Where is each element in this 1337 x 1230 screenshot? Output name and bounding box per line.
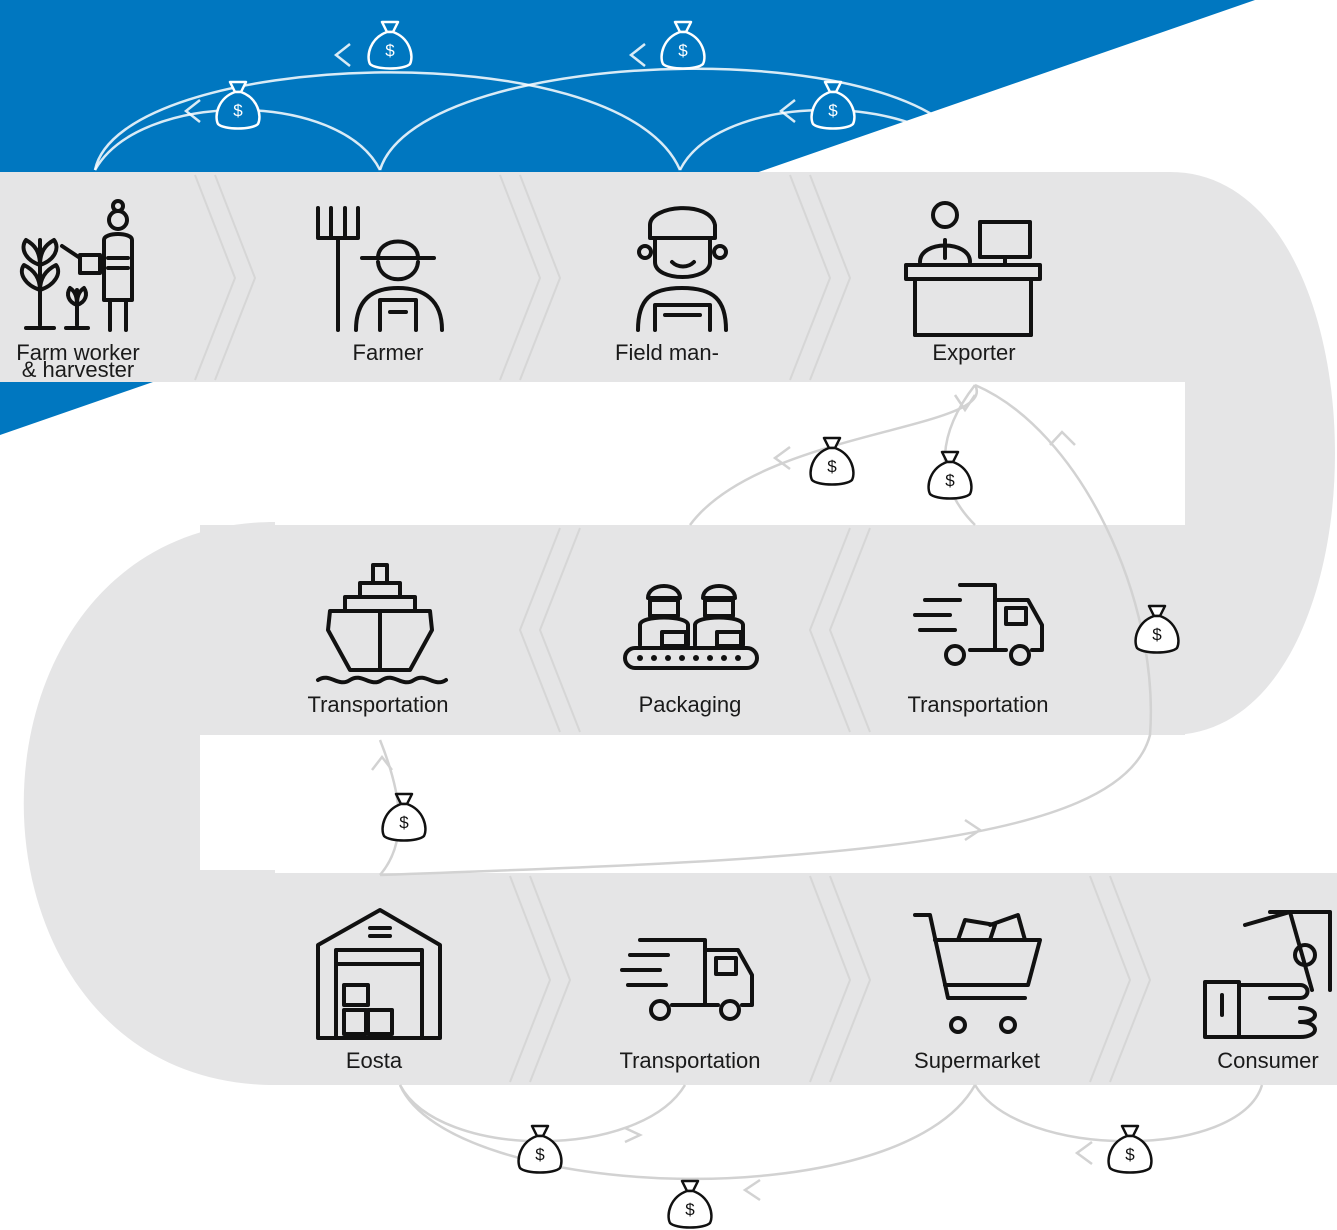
field-manager-icon: [636, 206, 728, 332]
money-bag-icon: $: [809, 436, 855, 486]
label-transportation-truck-row3: Transportation: [619, 1048, 760, 1073]
label-transportation-truck-row2: Transportation: [907, 692, 1048, 717]
shopping-cart-icon: [913, 913, 1042, 1034]
label-supermarket: Supermarket: [914, 1048, 1040, 1073]
ship-icon: [316, 563, 448, 685]
consumer-money-icon: [1203, 910, 1332, 1039]
label-exporter: Exporter: [932, 340, 1015, 365]
label-transportation-ship: Transportation: [307, 692, 448, 717]
money-bag-icon: $: [810, 80, 856, 130]
serpentine-band: [0, 172, 1337, 1085]
label-packaging: Packaging: [639, 692, 742, 717]
svg-text:$: $: [535, 1145, 545, 1164]
money-bag-icon: $: [1107, 1124, 1153, 1174]
farm-worker-icon: [19, 199, 134, 332]
label-consumer: Consumer: [1217, 1048, 1318, 1073]
svg-text:$: $: [385, 41, 395, 60]
money-bag-icon: $: [381, 792, 427, 842]
exporter-icon: [904, 201, 1042, 337]
farmer-icon: [316, 206, 444, 332]
svg-text:$: $: [1125, 1145, 1135, 1164]
label-farmer: Farmer: [353, 340, 424, 365]
money-bag-icon: $: [927, 450, 973, 500]
svg-text:$: $: [399, 813, 409, 832]
svg-text:$: $: [233, 101, 243, 120]
chevron-separators: [194, 174, 1152, 1083]
label-eosta: Eosta: [346, 1048, 403, 1073]
money-bag-icon: $: [667, 1179, 713, 1229]
label-farm-worker: Farm worker: [16, 340, 139, 365]
svg-text:$: $: [685, 1200, 695, 1219]
money-bag-icon: $: [215, 80, 261, 130]
conveyor-dots: [637, 655, 741, 661]
packaging-icon: [623, 584, 759, 670]
truck-icon: [913, 583, 1044, 666]
money-bag-icon: $: [517, 1124, 563, 1174]
money-bag-icon: $: [1134, 604, 1180, 654]
label-field-manager: Field man-: [615, 340, 719, 365]
svg-text:$: $: [827, 457, 837, 476]
label-harvester: & harvester: [22, 357, 135, 382]
svg-text:$: $: [1152, 625, 1162, 644]
money-bag-icon: $: [660, 20, 706, 70]
warehouse-icon: [316, 908, 442, 1040]
svg-text:$: $: [828, 101, 838, 120]
svg-text:$: $: [945, 471, 955, 490]
truck-icon: [620, 938, 754, 1021]
svg-text:$: $: [678, 41, 688, 60]
money-bag-icon: $: [367, 20, 413, 70]
